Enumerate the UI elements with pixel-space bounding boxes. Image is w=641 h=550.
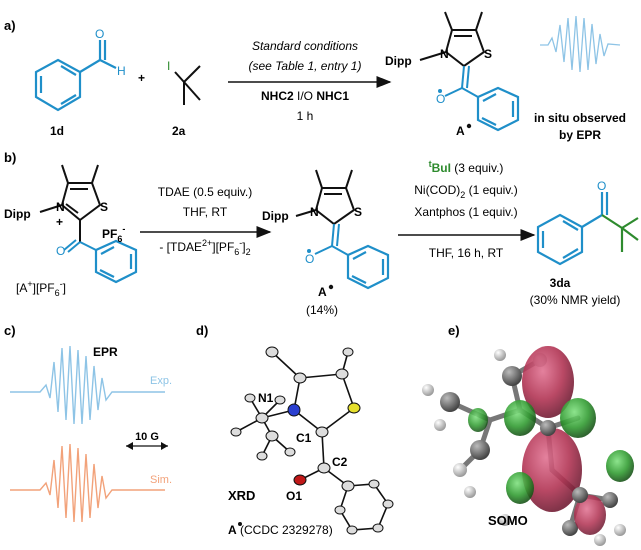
radical-b-phenyl <box>346 244 390 290</box>
atom-s-b: S <box>354 205 362 219</box>
conditions-line1: Standard conditions <box>252 39 358 53</box>
product-tbu <box>601 214 639 252</box>
radical-label-b: A <box>318 285 327 299</box>
pf6-counterion: PF6- <box>102 224 125 244</box>
radical-label-a: A <box>456 124 465 138</box>
step2-conditions: THF, 16 h, RT <box>429 246 504 260</box>
step1-line3: - [TDAE2+][PF6-]2 <box>159 238 250 257</box>
step2-ni: Ni(COD)2 (1 equiv.) <box>414 183 517 200</box>
somo-orbital-render <box>422 346 634 546</box>
atom-o-a: O <box>436 92 445 106</box>
epr-note-line2: by EPR <box>559 128 601 142</box>
conditions-line2: (see Table 1, entry 1) <box>249 59 362 73</box>
ccdc-caption: A (CCDC 2329278) <box>228 523 333 537</box>
dipp-label-a: Dipp <box>385 54 412 68</box>
label-c1: C1 <box>296 431 312 445</box>
radical-dot-o-b <box>307 249 311 253</box>
scale-arrow-left <box>126 442 133 450</box>
label-o1: O1 <box>286 489 302 503</box>
panel-label-d: d) <box>196 323 208 338</box>
radical-dot-label <box>466 123 472 129</box>
nhc-conditions: NHC2 I/O NHC1 <box>261 89 349 103</box>
scale-arrow-right <box>161 442 168 450</box>
atom-n-salt: N <box>56 200 65 214</box>
epr-title: EPR <box>93 345 118 359</box>
radical-dot-o <box>438 89 442 93</box>
plus-sign: + <box>138 71 145 85</box>
xrd-label: XRD <box>228 488 255 503</box>
epr-exp-label: Exp. <box>150 375 172 387</box>
product-label: 3da <box>550 276 571 290</box>
atom-s-salt: S <box>100 200 108 214</box>
panel-label-c: c) <box>4 323 16 338</box>
step1-line1: TDAE (0.5 equiv.) <box>158 185 252 199</box>
product-phenyl <box>536 192 609 266</box>
atom-n-a: N <box>440 47 449 61</box>
xrd-atoms <box>230 346 394 535</box>
step1-line2: THF, RT <box>183 205 228 219</box>
atom-s-a: S <box>484 47 492 61</box>
somo-label: SOMO <box>488 513 528 528</box>
plus-charge: + <box>56 215 63 229</box>
benzaldehyde-structure <box>34 40 117 112</box>
atom-o-b: O <box>305 252 314 266</box>
atom-o-1d: O <box>95 27 104 41</box>
step2-reagent: tBuI (3 equiv.) <box>429 159 504 175</box>
panel-label-e: e) <box>448 323 460 338</box>
panel-label-a: a) <box>4 18 16 33</box>
radical-dot-label-b <box>328 284 334 290</box>
radical-a-phenyl-top <box>476 86 520 132</box>
label-c2: C2 <box>332 455 348 469</box>
salt-phenyl <box>94 239 138 284</box>
radical-a-structure-top <box>419 11 486 98</box>
atom-o-product: O <box>597 179 606 193</box>
panel-label-b: b) <box>4 150 16 165</box>
xrd-structure <box>235 351 389 531</box>
dipp-label-b: Dipp <box>262 209 289 223</box>
thiazolium-salt-structure <box>39 164 102 253</box>
atom-i-2a: I <box>167 59 170 73</box>
epr-sim-label: Sim. <box>150 474 172 486</box>
label-n1: N1 <box>258 391 274 405</box>
epr-scale-label: 10 G <box>135 431 159 443</box>
epr-experimental-trace <box>10 345 165 425</box>
dipp-label-salt: Dipp <box>4 207 31 221</box>
epr-simulated-trace <box>10 443 165 523</box>
epr-preview-trace <box>540 15 621 73</box>
atom-n-b: N <box>310 205 319 219</box>
reaction-time: 1 h <box>297 109 314 123</box>
tbu-iodide-structure <box>174 65 201 105</box>
atom-h-1d: H <box>117 64 126 78</box>
compound-label-1d: 1d <box>50 124 64 138</box>
radical-yield: (14%) <box>306 303 338 317</box>
epr-note-line1: in situ observed <box>534 111 626 125</box>
radical-dot-ccdc <box>238 522 242 526</box>
radical-a-structure-b <box>295 169 356 256</box>
atom-o-salt: O <box>56 244 65 258</box>
product-yield: (30% NMR yield) <box>530 293 621 307</box>
salt-label: [A+][PF6-] <box>16 279 66 298</box>
step2-ligand: Xantphos (1 equiv.) <box>414 205 517 219</box>
compound-label-2a: 2a <box>172 124 186 138</box>
